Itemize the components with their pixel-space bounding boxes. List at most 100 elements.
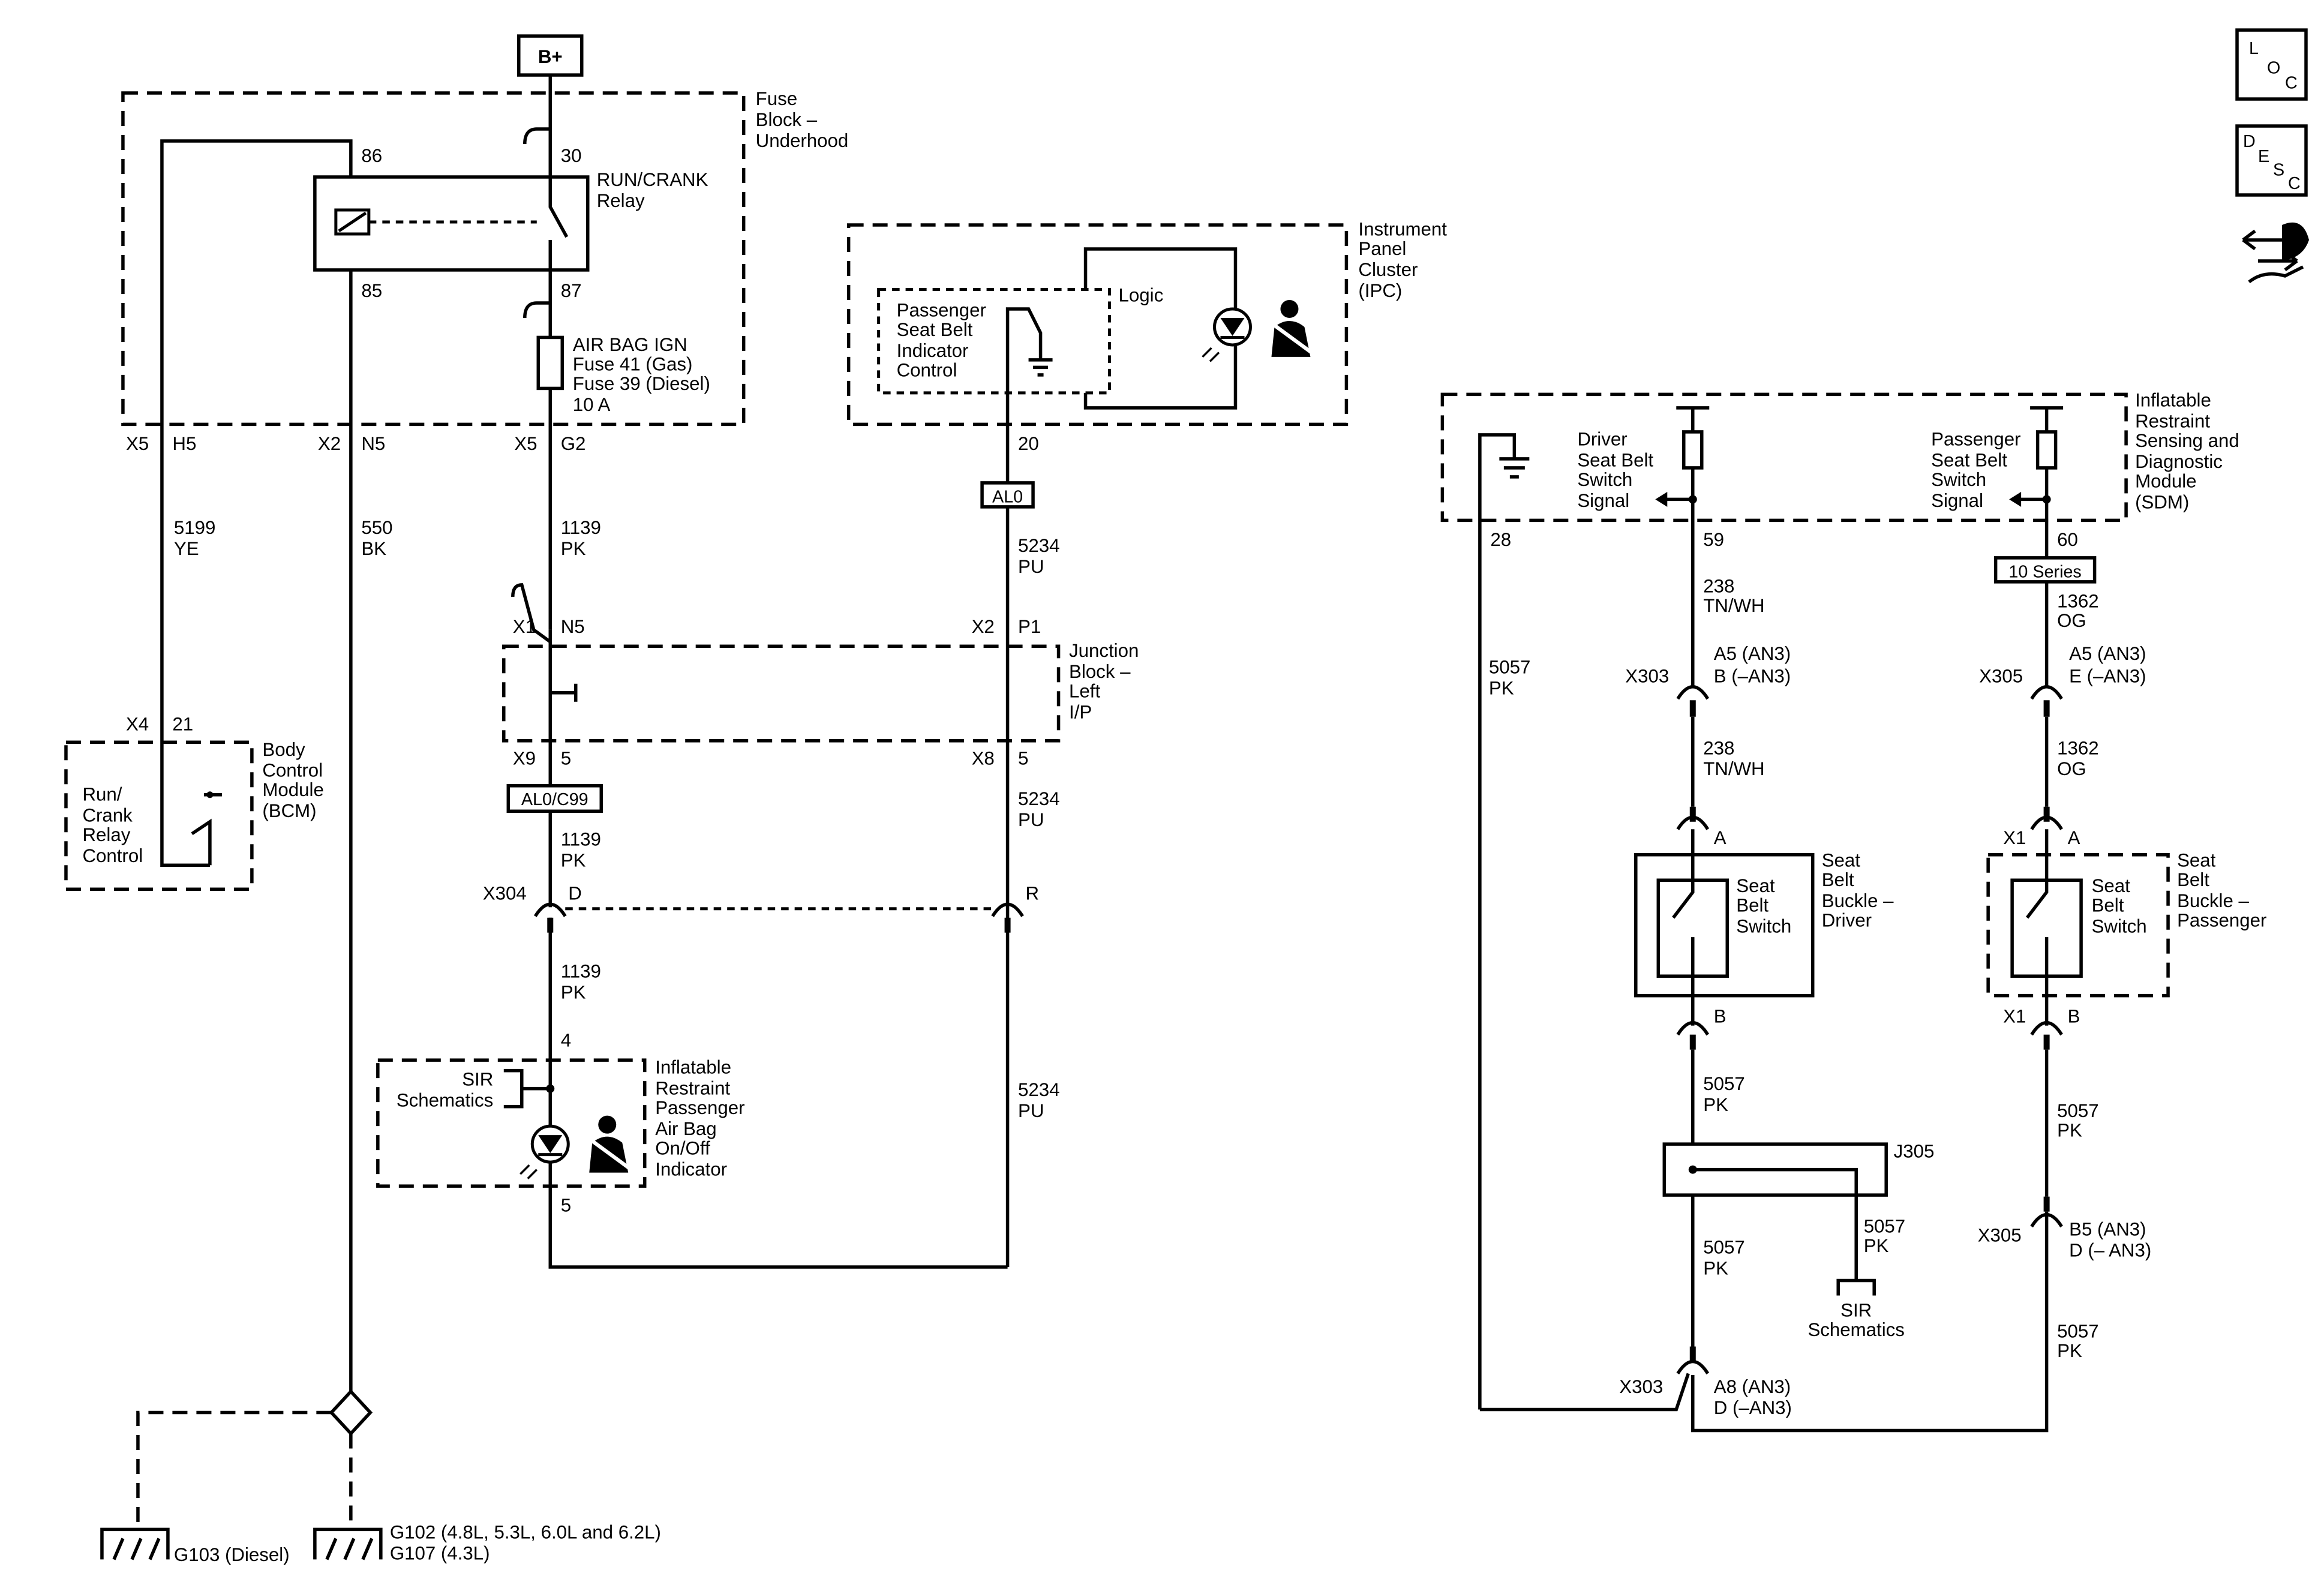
connector-x303-a8: [1676, 1360, 1710, 1375]
svg-text:X303: X303: [1619, 1376, 1663, 1397]
svg-text:AL0: AL0: [992, 487, 1023, 506]
connector-end-view-icon[interactable]: [2242, 222, 2310, 284]
connector-x303-a5: [1676, 685, 1710, 700]
svg-text:PK: PK: [2057, 1340, 2082, 1361]
svg-text:D (– AN3): D (– AN3): [2069, 1240, 2151, 1261]
x305-b5-label: B5 (AN3) D (– AN3): [2069, 1219, 2151, 1261]
svg-text:PU: PU: [1018, 809, 1044, 830]
wire-label-5057-c: 5057 PK: [1864, 1216, 1905, 1256]
sdm-title: Inflatable Restraint Sensing and Diagnos…: [2135, 389, 2239, 512]
ipc-seatbelt-led-icon: [1202, 307, 1252, 362]
wire-label-5234-a: 5234 PU: [1018, 535, 1059, 577]
svg-text:X8: X8: [972, 748, 995, 769]
x303-a5-label: A5 (AN3) B (–AN3): [1714, 643, 1791, 686]
svg-text:X5: X5: [514, 433, 537, 454]
svg-text:Block –: Block –: [756, 109, 818, 130]
svg-text:238: 238: [1703, 575, 1734, 596]
svg-text:Junction: Junction: [1069, 640, 1139, 661]
driver-buckle-title: Seat Belt Buckle – Driver: [1822, 850, 1894, 931]
svg-text:B5 (AN3): B5 (AN3): [2069, 1219, 2146, 1240]
svg-text:H5: H5: [172, 433, 196, 454]
ipc-indicator-control-label: Passenger Seat Belt Indicator Control: [897, 299, 986, 380]
svg-text:N5: N5: [361, 433, 385, 454]
wire-label-5234-b: 5234 PU: [1018, 788, 1059, 830]
svg-text:Fuse 39 (Diesel): Fuse 39 (Diesel): [573, 373, 710, 394]
svg-text:D (–AN3): D (–AN3): [1714, 1397, 1792, 1418]
sdm-ground-icon: [1478, 433, 1530, 1410]
wire-label-5057-e: 5057 PK: [2057, 1100, 2098, 1140]
connector-87-symbol: [523, 301, 551, 319]
battery-positive-label: B+: [538, 46, 563, 67]
svg-text:5234: 5234: [1018, 788, 1059, 809]
x305-a5-label: A5 (AN3) E (–AN3): [2069, 643, 2146, 686]
svg-text:PK: PK: [1489, 677, 1514, 698]
svg-text:Passenger: Passenger: [897, 299, 986, 320]
svg-text:X2: X2: [318, 433, 341, 454]
svg-text:X1: X1: [513, 616, 536, 637]
svg-text:PU: PU: [1018, 1100, 1044, 1121]
svg-text:1139: 1139: [561, 517, 601, 538]
indicator-sir-bracket: [503, 1068, 551, 1109]
svg-text:Module: Module: [2135, 470, 2196, 491]
option-box-al0: [980, 481, 1035, 509]
svg-text:X9: X9: [513, 748, 536, 769]
svg-text:Switch: Switch: [1931, 469, 1986, 490]
svg-text:87: 87: [561, 280, 582, 301]
svg-text:5057: 5057: [2057, 1321, 2098, 1342]
svg-text:Block –: Block –: [1069, 661, 1131, 682]
sdm-driver-signal-label: Driver Seat Belt Switch Signal: [1577, 428, 1653, 511]
connector-x304-r: [991, 902, 1024, 917]
svg-text:PK: PK: [561, 850, 586, 871]
svg-text:Control: Control: [262, 760, 323, 781]
svg-text:R: R: [1026, 883, 1040, 904]
sdm-passenger-signal-label: Passenger Seat Belt Switch Signal: [1931, 428, 2020, 511]
svg-text:X1: X1: [2003, 1006, 2026, 1027]
ground-g103-icon: [100, 1527, 170, 1560]
connector-driver-b: [1676, 1021, 1710, 1036]
connector-passenger-b: [2030, 1021, 2063, 1036]
svg-text:Indicator: Indicator: [655, 1159, 727, 1180]
location-icon[interactable]: L O C: [2235, 28, 2308, 101]
bcm-title: Body Control Module (BCM): [262, 739, 323, 821]
wire-label-5199: 5199 YE: [174, 517, 215, 559]
indicator-led-icon: [520, 1124, 570, 1179]
svg-text:G103 (Diesel): G103 (Diesel): [174, 1544, 290, 1565]
svg-text:5199: 5199: [174, 517, 215, 538]
svg-text:PK: PK: [561, 538, 586, 559]
svg-text:238: 238: [1703, 737, 1734, 758]
svg-text:Belt: Belt: [2092, 895, 2124, 916]
svg-text:Passenger: Passenger: [2177, 910, 2266, 931]
svg-text:Fuse: Fuse: [756, 88, 797, 109]
relay-coil-icon: [334, 208, 371, 236]
ipc-title: Instrument Panel Cluster (IPC): [1358, 218, 1447, 301]
svg-text:TN/WH: TN/WH: [1703, 595, 1764, 616]
svg-text:O: O: [2267, 59, 2280, 78]
driver-sir-label: SIR Schematics: [1807, 1300, 1904, 1340]
svg-text:28: 28: [1490, 529, 1511, 550]
description-icon[interactable]: D E S C: [2235, 124, 2308, 197]
svg-text:Driver: Driver: [1577, 428, 1627, 449]
svg-text:5057: 5057: [1703, 1073, 1744, 1094]
passenger-switch-label: Seat Belt Switch: [2092, 875, 2147, 936]
ipc-outline: [846, 223, 1349, 427]
svg-text:PK: PK: [1703, 1094, 1728, 1115]
svg-text:OG: OG: [2057, 610, 2086, 631]
junction-block-outline: [502, 644, 1061, 743]
svg-text:P1: P1: [1018, 616, 1041, 637]
svg-text:Belt: Belt: [1822, 869, 1854, 890]
svg-text:G107 (4.3L): G107 (4.3L): [390, 1542, 490, 1563]
sdm-outline: [1440, 392, 2128, 523]
svg-text:Schematics: Schematics: [397, 1090, 493, 1111]
svg-text:1362: 1362: [2057, 590, 2098, 611]
svg-text:Diagnostic: Diagnostic: [2135, 451, 2223, 472]
svg-text:L: L: [2249, 39, 2259, 58]
svg-text:TN/WH: TN/WH: [1703, 758, 1764, 779]
svg-text:5: 5: [561, 1195, 571, 1216]
svg-text:A: A: [1714, 827, 1727, 848]
svg-text:X2: X2: [972, 616, 995, 637]
wire-86: [160, 139, 353, 867]
svg-text:X5: X5: [126, 433, 149, 454]
svg-text:Underhood: Underhood: [756, 130, 849, 151]
svg-text:59: 59: [1703, 529, 1724, 550]
